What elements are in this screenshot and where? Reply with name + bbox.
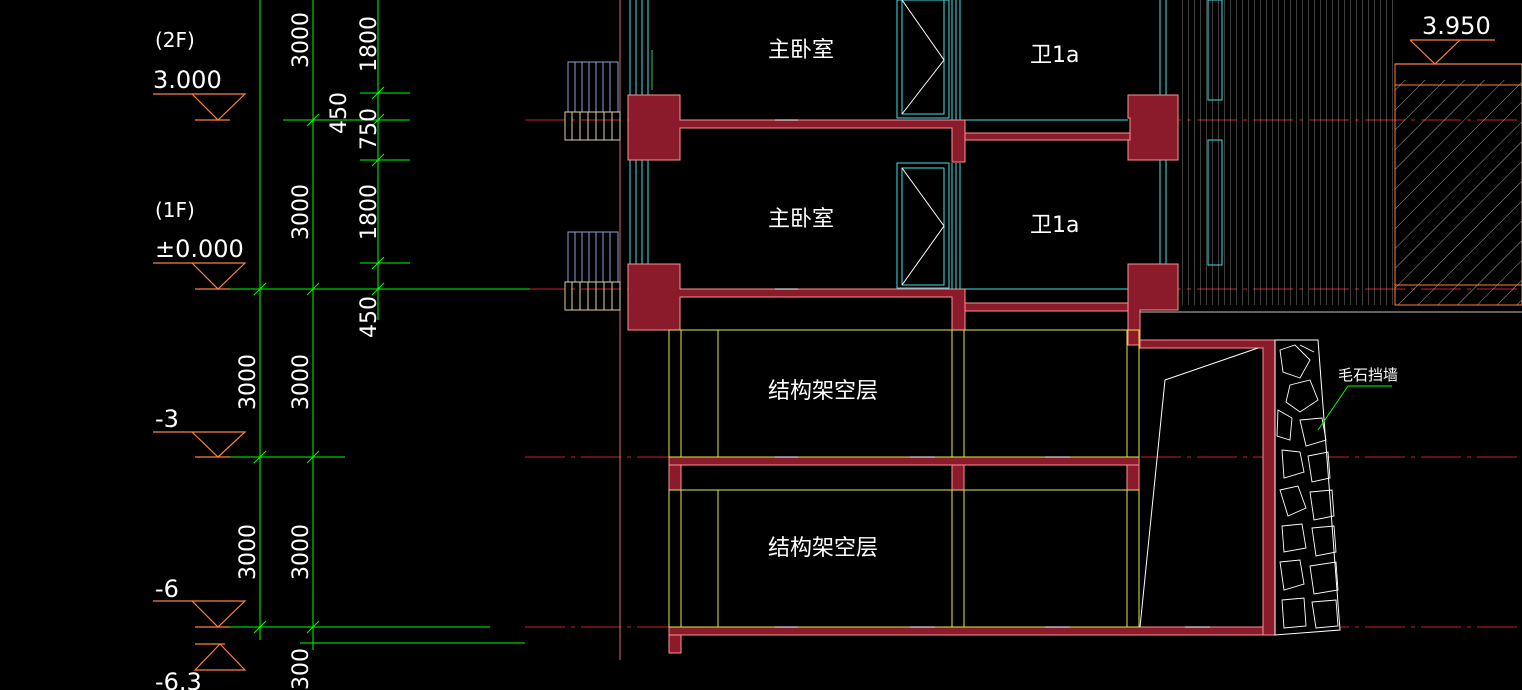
dimension-lines (230, 0, 530, 650)
dim-inner-750: 750 (357, 108, 382, 150)
balcony-railings (564, 61, 621, 311)
dim-mid-2: 3000 (289, 184, 314, 240)
doors-cabinets (896, 0, 1167, 290)
level-value-minus6: -6 (155, 575, 179, 603)
room-label-void-lower: 结构架空层 (768, 536, 878, 561)
dim-inner-1800b: 1800 (357, 184, 382, 240)
room-label-bedroom-lower: 主卧室 (768, 207, 834, 232)
dim-mid-1: 3000 (289, 12, 314, 68)
level-markers: (2F) 3.000 (1F) ±0.000 -3 -6 -6.3 (153, 28, 247, 690)
level-value-3000: 3.000 (153, 66, 222, 94)
level-value-0000: ±0.000 (155, 235, 244, 263)
level-floor-1f: (1F) (155, 198, 195, 222)
level-value-minus3: -3 (155, 405, 179, 433)
structure-frame (668, 329, 1140, 628)
rubble-retaining-wall (1274, 339, 1341, 636)
right-level-marker: 3.950 (1395, 12, 1522, 65)
right-facade (1140, 0, 1522, 313)
slab-marks (775, 119, 1210, 628)
dim-outer-1: 3000 (236, 354, 261, 410)
dim-inner-1800a: 1800 (357, 16, 382, 72)
dim-inner-450a: 450 (327, 92, 352, 134)
slope-line (1139, 347, 1259, 628)
dim-mid-4: 3000 (289, 524, 314, 580)
dim-mid-3: 3000 (289, 354, 314, 410)
dim-outer-2: 3000 (236, 524, 261, 580)
structure-walls (627, 94, 1276, 654)
dimension-texts: 3000 3000 3000 3000 3000 3000 300 1800 4… (236, 12, 382, 690)
room-labels: 主卧室 卫1a 主卧室 卫1a 结构架空层 结构架空层 (768, 38, 1079, 561)
left-exterior-wall (619, 0, 653, 660)
dim-inner-450b: 450 (357, 296, 382, 338)
retaining-wall-label: 毛石挡墙 (1338, 366, 1398, 384)
level-floor-2f: (2F) (155, 28, 195, 52)
room-label-void-upper: 结构架空层 (768, 379, 878, 404)
dim-mid-5: 300 (289, 648, 314, 690)
room-label-bath-upper: 卫1a (1030, 43, 1079, 68)
level-value-3950: 3.950 (1422, 12, 1491, 40)
room-label-bath-lower: 卫1a (1030, 213, 1079, 238)
retaining-wall-leader: 毛石挡墙 (1317, 366, 1398, 431)
level-value-minus63: -6.3 (155, 668, 202, 690)
room-label-bedroom-upper: 主卧室 (768, 38, 834, 63)
